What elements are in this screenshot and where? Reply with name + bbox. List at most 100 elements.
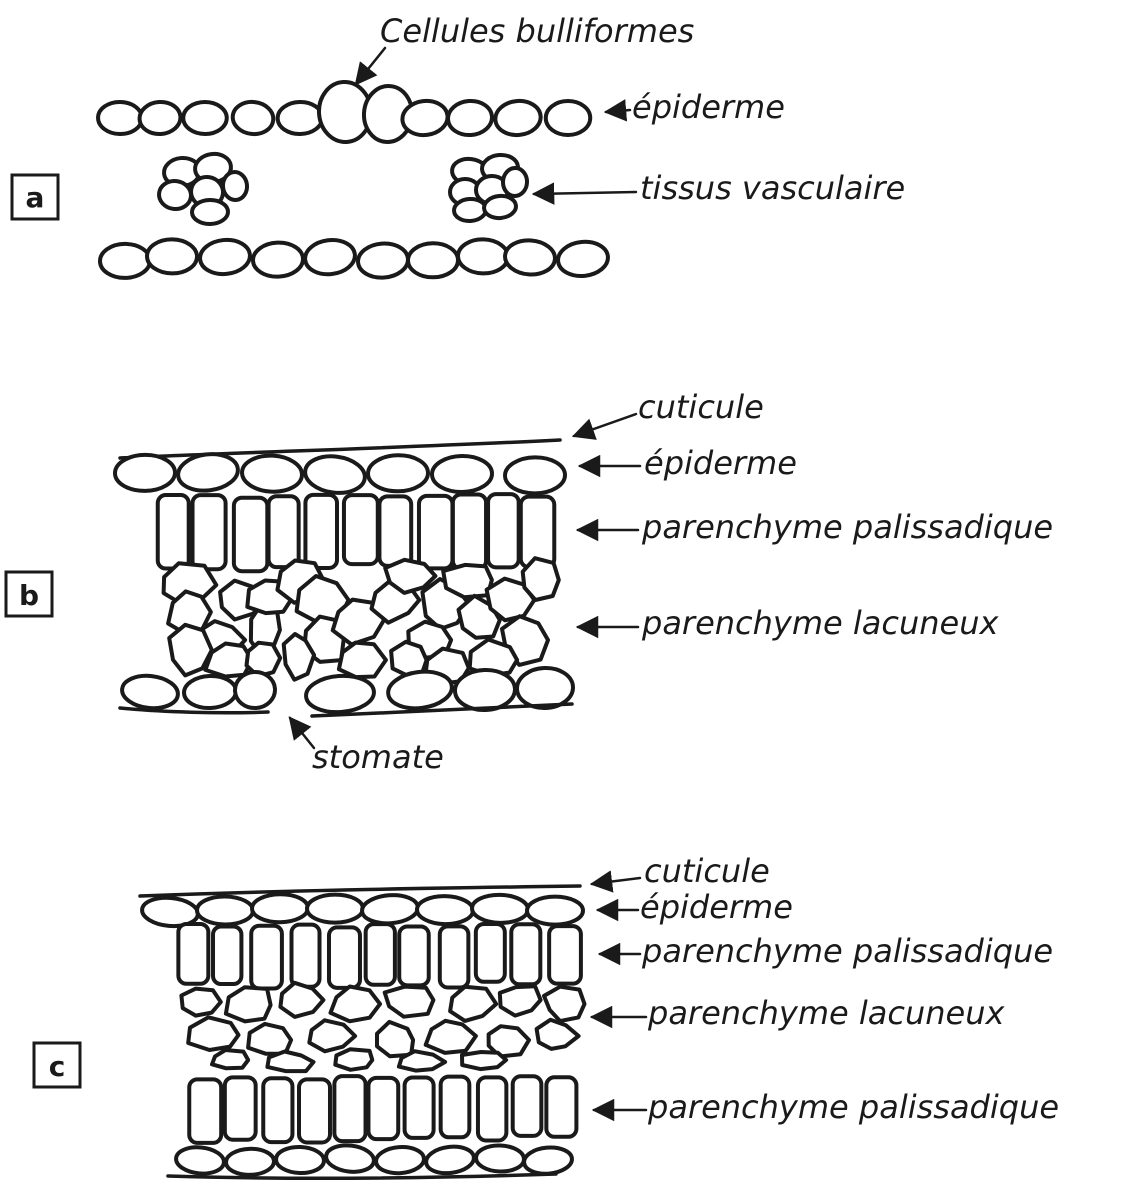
- panel-b-epidermis: [115, 451, 565, 497]
- lower-epidermal-cell: [175, 1145, 225, 1175]
- spongy-cell: [450, 987, 496, 1021]
- panel-c-lower-palisade: [189, 1076, 576, 1143]
- label-c-cuticle: cuticule: [644, 852, 770, 890]
- palisade-cell: [399, 927, 428, 986]
- epidermal-cell: [303, 237, 357, 277]
- panel-a-upper-epidermis: [98, 81, 591, 144]
- spongy-cell: [248, 1024, 291, 1054]
- spongy-cell: [280, 983, 323, 1017]
- palisade-cell: [440, 926, 469, 987]
- panel-c-lower-line: [168, 1174, 556, 1178]
- epidermal-cell: [183, 102, 227, 134]
- arrow-b-cuticle: [574, 414, 636, 436]
- palisade-cell: [299, 1079, 330, 1142]
- epidermal-cell: [368, 455, 429, 492]
- spongy-cell: [309, 1020, 355, 1051]
- palisade-cell: [511, 924, 540, 984]
- panel-b: b cuticule épiderme parenchyme palissadi…: [6, 388, 1053, 776]
- spongy-cell: [462, 1052, 506, 1069]
- epidermal-cell: [447, 99, 493, 136]
- spongy-cell: [226, 987, 271, 1021]
- palisade-cell: [305, 495, 337, 568]
- palisade-cell: [521, 497, 554, 567]
- palisade-cell: [334, 1076, 365, 1141]
- epidermal-cell: [504, 239, 556, 276]
- vascular-cell: [157, 179, 192, 211]
- epidermal-cell: [527, 897, 583, 925]
- vascular-cell: [192, 200, 228, 225]
- palisade-cell: [546, 1077, 576, 1136]
- panel-a-vascular-bundles: [157, 152, 527, 224]
- palisade-cell: [513, 1076, 542, 1136]
- label-bulliform-cells: Cellules bulliformes: [380, 12, 694, 50]
- lower-epidermal-cell: [226, 1148, 275, 1175]
- epidermal-cell: [98, 102, 142, 135]
- spongy-cell: [385, 987, 434, 1017]
- spongy-cell: [377, 1022, 413, 1056]
- spongy-cell: [426, 1021, 476, 1053]
- panel-c: c cuticule épiderme parenchyme palissadi…: [34, 852, 1059, 1178]
- palisade-cell: [476, 924, 505, 982]
- palisade-cell: [178, 924, 208, 984]
- lower-epidermal-cell: [183, 675, 236, 709]
- epidermal-cell: [176, 451, 240, 494]
- spongy-cell: [267, 1052, 313, 1072]
- label-c-palisade-bottom: parenchyme palissadique: [647, 1088, 1059, 1126]
- label-c-palisade-top: parenchyme palissadique: [641, 932, 1053, 970]
- spongy-cell: [537, 1020, 579, 1049]
- spongy-cell: [335, 1049, 372, 1070]
- epidermal-cell: [432, 455, 493, 492]
- panel-a-lower-epidermis: [100, 237, 610, 279]
- palisade-cell: [213, 926, 241, 984]
- epidermal-cell: [147, 239, 197, 274]
- vascular-cell: [222, 171, 249, 201]
- label-a-epidermis: épiderme: [632, 88, 785, 126]
- panel-c-lower-epidermis: [175, 1143, 573, 1176]
- epidermal-cell: [252, 242, 303, 278]
- spongy-cell: [331, 987, 381, 1022]
- palisade-cell: [441, 1077, 470, 1138]
- spongy-cell: [339, 643, 386, 678]
- spongy-cell: [188, 1017, 238, 1050]
- epidermal-cell: [505, 457, 565, 494]
- arrow-vascular: [534, 192, 636, 194]
- epidermal-cell: [197, 896, 253, 925]
- panel-c-cuticle-line: [140, 886, 580, 896]
- epidermal-cell: [303, 453, 367, 496]
- lower-epidermal-cell: [523, 1146, 573, 1176]
- palisade-cell: [405, 1077, 434, 1137]
- palisade-cell: [549, 926, 581, 984]
- epidermal-cell: [357, 242, 409, 280]
- palisade-cell: [366, 924, 395, 985]
- panel-b-lower-line-left: [120, 708, 268, 713]
- palisade-cell: [379, 496, 411, 566]
- panel-a-letter: a: [26, 181, 45, 214]
- arrow-a-epidermis: [606, 110, 630, 112]
- vascular-cell: [453, 198, 486, 222]
- spongy-cell: [500, 986, 541, 1015]
- epidermal-cell: [472, 894, 529, 923]
- epidermal-cell: [198, 238, 251, 277]
- epidermal-cell: [277, 101, 322, 134]
- epidermal-cell: [307, 894, 363, 922]
- lower-epidermal-cell: [386, 668, 454, 712]
- spongy-cell: [523, 558, 559, 600]
- vascular-cell: [483, 195, 517, 220]
- spongy-cell: [212, 1050, 248, 1068]
- epidermal-cell: [546, 101, 591, 135]
- lower-epidermal-cell: [476, 1145, 525, 1173]
- palisade-cell: [419, 496, 452, 569]
- lower-epidermal-cell: [120, 673, 179, 711]
- arrow-bulliform: [356, 48, 385, 84]
- palisade-cell: [251, 926, 282, 989]
- lower-epidermal-cell: [276, 1146, 325, 1174]
- panel-b-spongy: [164, 558, 559, 683]
- panel-b-letter: b: [19, 579, 39, 612]
- lower-epidermal-cell: [325, 1143, 376, 1174]
- spongy-cell: [181, 989, 220, 1016]
- panel-c-spongy: [181, 983, 584, 1071]
- palisade-cell: [453, 495, 486, 569]
- epidermal-cell: [417, 896, 474, 925]
- epidermal-cell: [231, 100, 275, 136]
